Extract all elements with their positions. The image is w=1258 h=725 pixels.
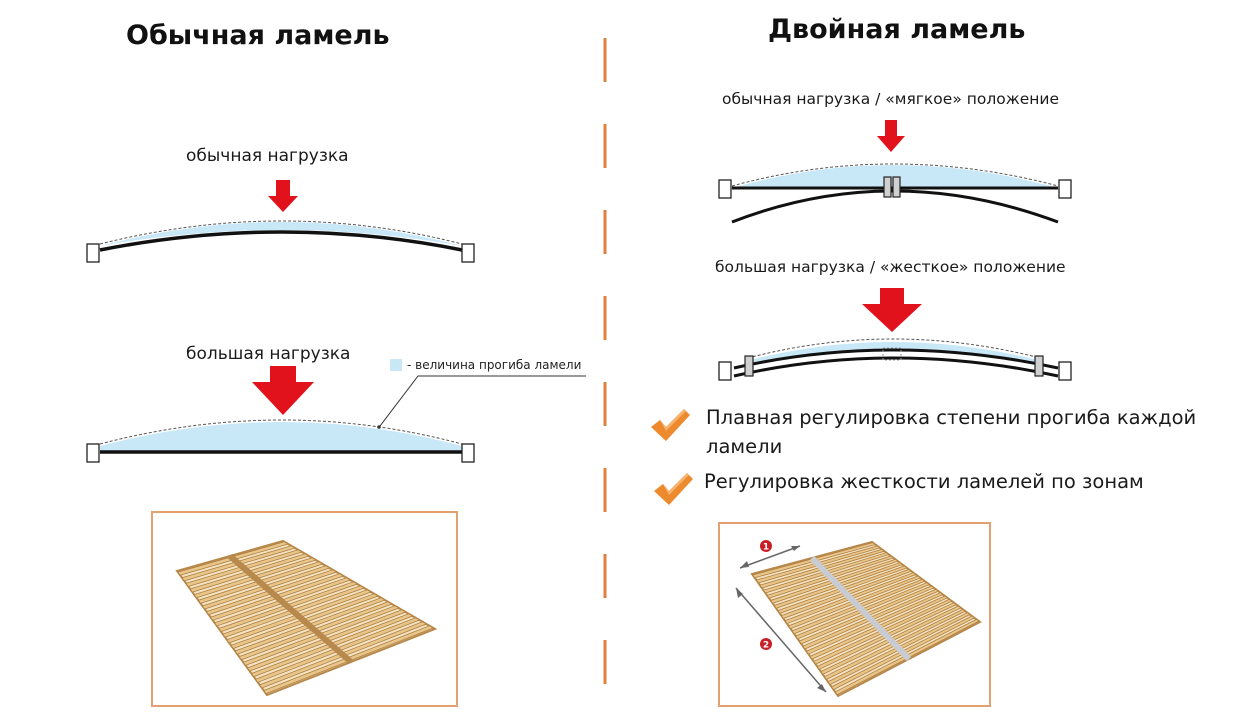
zone-length-arrow [735,587,827,693]
adjuster-left [744,355,754,377]
unloaded-slat-outline [99,419,463,445]
feature-item-2: Регулировка жесткости ламелей по зонам [704,470,1144,493]
left-title: Обычная ламель [126,20,390,51]
red-arrow-icon [252,366,314,415]
unloaded-slat-outline [99,220,463,245]
single-slat-heavy-load-diagram [86,366,586,463]
single-slat-frame-image [151,511,458,707]
slat-holder-right [461,243,475,263]
normal-load-label: обычная нагрузка [186,146,349,166]
check-icon [654,473,693,505]
right-title: Двойная ламель [768,14,1026,45]
double-slat-frame-image: 1 2 [718,522,991,707]
slat [99,230,463,252]
legend-text: - величина прогиба ламели [407,358,582,372]
bed-frame [750,540,982,698]
unloaded-slat-outline [731,163,1059,187]
lower-slat [733,356,1059,378]
double-slat-hard-position-diagram [718,288,1072,381]
legend-swatch [390,359,402,371]
leader-dot [377,425,381,429]
soft-position-label: обычная нагрузка / «мягкое» положение [722,90,1059,108]
slat-holder-right [461,443,475,463]
zone-width-arrow [739,545,801,569]
zone-marker-2-text: 2 [763,641,769,651]
heavy-load-label: большая нагрузка [186,344,351,364]
red-arrow-icon [862,288,922,332]
slat-holder-left [718,361,732,381]
unloaded-slat-outline [747,338,1041,359]
zone-marker-2: 2 [760,638,772,651]
check-icon [651,409,690,441]
slat-holder-left [86,243,100,263]
deflection-area [100,422,462,452]
adjuster-right [892,176,901,198]
column-divider [603,38,607,710]
zone-marker-1: 1 [760,540,772,553]
hard-position-label: большая нагрузка / «жесткое» положение [715,258,1066,276]
slat-holder-left [718,179,732,199]
slat-holder-right [1058,179,1072,199]
deflection-area [100,222,462,246]
double-slat-soft-position-diagram [718,120,1072,224]
zone-marker-1-text: 1 [763,543,769,553]
legend-leader-line [379,375,586,427]
adjuster-left [883,176,892,198]
adjuster-right [1034,355,1044,377]
upper-slat [733,348,1059,370]
adjuster-center-ghost [882,347,902,361]
deflection-area [750,342,1038,364]
feature-item-1: Плавная регулировка степени прогиба кажд… [706,406,1197,458]
slat-holder-left [86,443,100,463]
slat-holder-right [1058,361,1072,381]
red-arrow-icon [877,120,905,152]
red-arrow-icon [268,180,298,212]
center-rail [228,553,353,665]
center-rail [809,555,912,662]
bed-frame [175,539,438,697]
single-slat-normal-load-diagram [86,180,475,263]
